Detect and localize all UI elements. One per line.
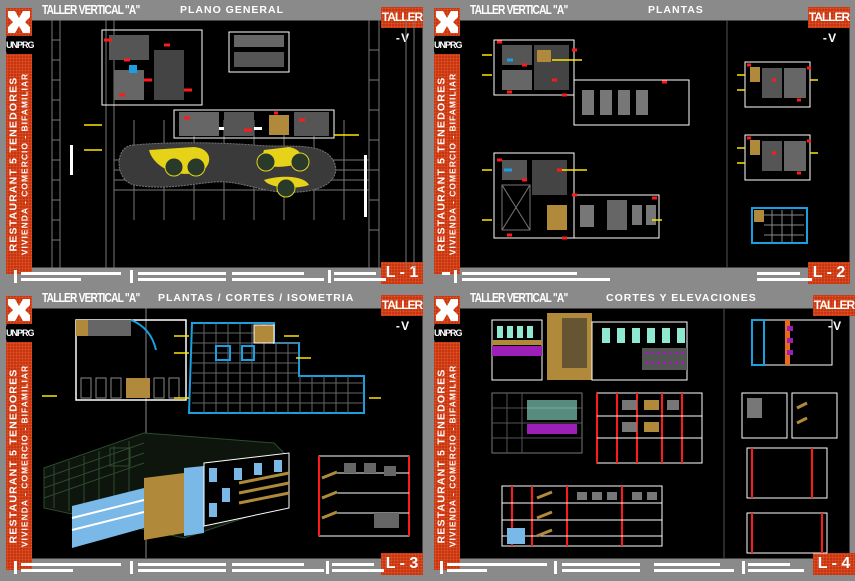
frame-right: [423, 288, 428, 581]
sheet-title: PLANTAS / CORTES / ISOMETRIA: [158, 292, 355, 304]
frame-right: [423, 0, 428, 288]
sheet-number-badge: L - 1: [381, 262, 423, 284]
frame-right: [850, 288, 855, 581]
workshop-title: TALLER VERTICAL "A": [42, 290, 140, 305]
project-type: VIVIENDA - COMERCIO - BIFAMILIAR: [447, 72, 458, 256]
logo-icon: [6, 296, 32, 324]
logo-icon: [6, 8, 32, 36]
project-name: RESTAURANT 5 TENEDORES: [7, 76, 20, 252]
institution-label: UNPRG: [434, 326, 463, 340]
taller-badge: TALLER - V: [381, 295, 423, 333]
institution-label: UNPRG: [6, 326, 35, 340]
sheet-l2: TALLER VERTICAL "A" PLANTAS TALLER - V U…: [428, 0, 855, 288]
institution-label: UNPRG: [6, 38, 35, 52]
project-name: RESTAURANT 5 TENEDORES: [7, 368, 20, 544]
taller-badge: TALLER - V: [381, 7, 423, 45]
sheet-title: CORTES Y ELEVACIONES: [606, 292, 757, 304]
project-type: VIVIENDA - COMERCIO - BIFAMILIAR: [19, 72, 30, 256]
project-name: RESTAURANT 5 TENEDORES: [435, 368, 448, 544]
isometric-drawing: [42, 308, 410, 558]
sheet-l1: TALLER VERTICAL "A" PLANO GENERAL TALLER…: [0, 0, 428, 288]
elevations-drawing: [491, 308, 838, 558]
logo-icon: [434, 296, 460, 324]
logo-icon: [434, 8, 460, 36]
site-plan-drawing: [51, 20, 415, 268]
sheet-title: PLANTAS: [648, 4, 704, 16]
title-block-lines: [440, 561, 810, 575]
workshop-title: TALLER VERTICAL "A": [470, 2, 568, 17]
sheet-l4: TALLER VERTICAL "A" CORTES Y ELEVACIONES…: [428, 288, 855, 581]
frame-left: [428, 0, 434, 288]
title-bar: [428, 0, 855, 20]
sheet-number-badge: L - 2: [808, 262, 850, 284]
workshop-title: TALLER VERTICAL "A": [42, 2, 140, 17]
sheet-number-badge: L - 4: [813, 553, 855, 575]
floor-plans-drawing: [482, 20, 818, 268]
project-type: VIVIENDA - COMERCIO - BIFAMILIAR: [447, 364, 458, 548]
title-block-lines: [14, 270, 394, 284]
project-type: VIVIENDA - COMERCIO - BIFAMILIAR: [19, 364, 30, 548]
title-block-lines: [14, 561, 394, 575]
project-name: RESTAURANT 5 TENEDORES: [435, 76, 448, 252]
frame-left: [428, 288, 434, 581]
institution-label: UNPRG: [434, 38, 463, 52]
frame-right: [850, 0, 855, 288]
sheet-number-badge: L - 3: [381, 553, 423, 575]
sheet-l3: TALLER VERTICAL "A" PLANTAS / CORTES / I…: [0, 288, 428, 581]
title-bar: [428, 288, 855, 308]
taller-badge: TALLER - V: [808, 7, 850, 45]
frame-left: [0, 0, 6, 288]
title-block-lines: [442, 270, 822, 284]
workshop-title: TALLER VERTICAL "A": [470, 290, 568, 305]
title-bar: [0, 288, 428, 308]
title-bar: [0, 0, 428, 20]
sheet-title: PLANO GENERAL: [180, 4, 285, 16]
frame-left: [0, 288, 6, 581]
taller-badge: TALLER - V: [813, 295, 855, 333]
